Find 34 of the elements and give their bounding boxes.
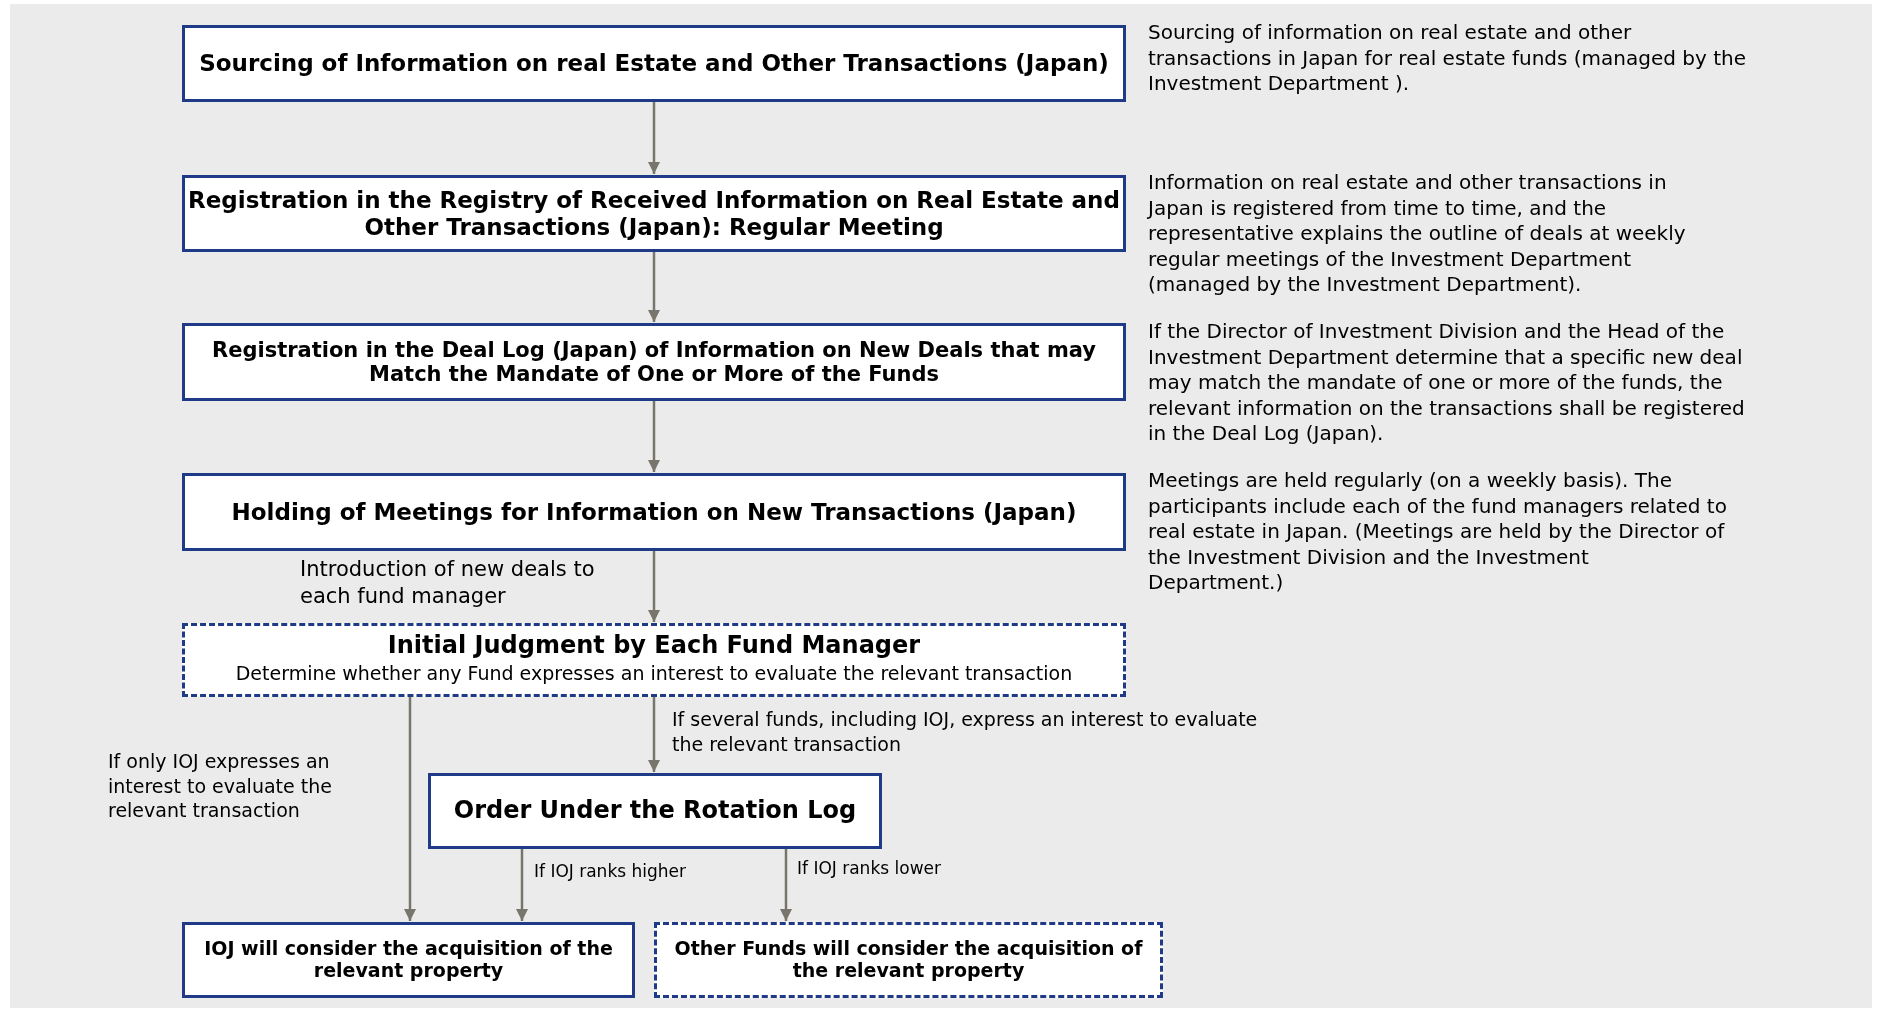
edge-label: If only IOJ expresses an interest to evaluate the relevant transaction — [108, 749, 333, 824]
process-box — [182, 473, 1126, 551]
arrow — [647, 401, 661, 472]
step-description: Sourcing of information on real estate and other transactions in Japan for real estate funds (managed by the Investment Department ). — [1148, 20, 1748, 97]
edge-label: If IOJ ranks lower — [797, 857, 942, 880]
arrow — [647, 551, 661, 622]
step-description: If the Director of Investment Division and the Head of the Investment Department determine that a specific new deal may match the mandate of one or more of the funds, the relevant information on the transactions shall be registered in the Deal Log (Japan). — [1148, 319, 1746, 447]
process-box — [182, 175, 1126, 252]
box-description: Determine whether any Fund expresses an interest to evaluate the relevant transaction — [235, 661, 1073, 686]
box-title: Sourcing of Information on real Estate and Other Transactions (Japan) — [199, 50, 1109, 77]
arrow — [647, 102, 661, 174]
box-title: Order Under the Rotation Log — [453, 797, 857, 825]
arrow — [647, 697, 661, 772]
edge-label: If IOJ ranks higher — [534, 860, 687, 883]
arrow — [515, 849, 529, 921]
arrow — [647, 252, 661, 322]
process-box — [654, 922, 1163, 998]
process-box — [182, 623, 1126, 697]
process-box — [182, 25, 1126, 102]
box-title: Registration in the Deal Log (Japan) of Information on New Deals that may Match the Mandate of One or More of the Funds — [211, 337, 1097, 387]
arrow — [779, 849, 793, 921]
box-title: IOJ will consider the acquisition of the relevant property — [203, 938, 614, 982]
step-description: Information on real estate and other transactions in Japan is registered from time to time, and the representative explains the outline of deals at weekly regular meetings of the Investment Department (managed by the Investment Department). — [1148, 170, 1687, 298]
step-description: Meetings are held regularly (on a weekly basis). The participants include each of the fund managers related to real estate in Japan. (Meetings are held by the Director of the Investment Division and the Investment Department.) — [1148, 468, 1728, 596]
box-title: Other Funds will consider the acquisition of the relevant property — [673, 938, 1144, 982]
arrow — [403, 697, 417, 921]
edge-label: If several funds, including IOJ, express an interest to evaluate the relevant transaction — [672, 707, 1259, 757]
box-title: Initial Judgment by Each Fund Manager — [387, 632, 921, 660]
process-box — [182, 922, 635, 998]
process-box — [428, 773, 882, 849]
process-box — [182, 323, 1126, 401]
box-title: Holding of Meetings for Information on New Transactions (Japan) — [231, 498, 1077, 526]
edge-label: Introduction of new deals to each fund manager — [300, 556, 596, 611]
box-title: Registration in the Registry of Received Information on Real Estate and Other Transactions (Japan): Regular Meeting — [187, 187, 1121, 240]
